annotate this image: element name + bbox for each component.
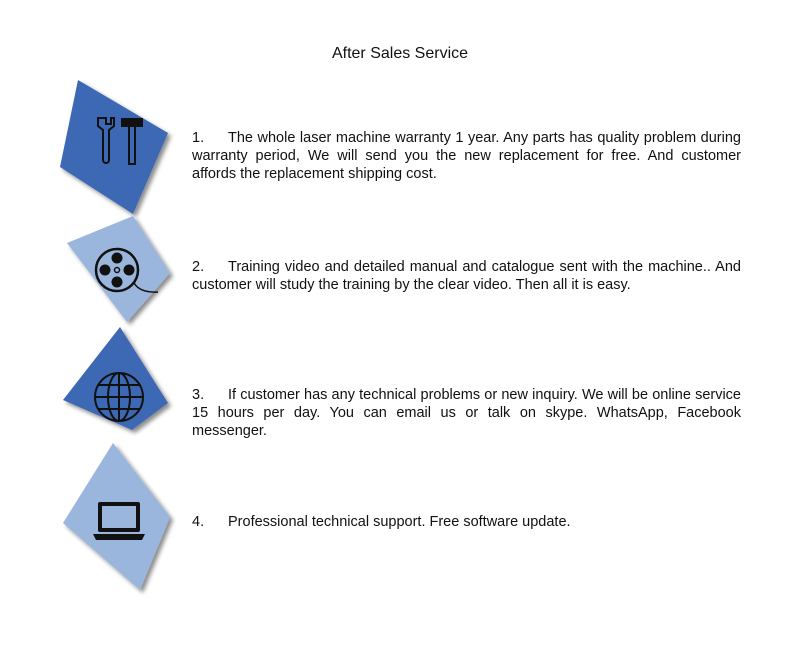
item-number: 2. — [192, 259, 205, 275]
laptop-icon — [93, 502, 145, 540]
tools-icon — [97, 117, 143, 165]
list-item: 1.The whole laser machine warranty 1 yea… — [192, 129, 741, 183]
item-number: 4. — [192, 514, 205, 530]
item-number: 1. — [192, 130, 205, 146]
list-item: 3.If customer has any technical problems… — [192, 386, 741, 440]
item-number: 3. — [192, 387, 205, 403]
globe-tile — [63, 327, 168, 430]
film-tile — [67, 216, 170, 322]
film-reel-icon — [94, 247, 159, 293]
laptop-tile — [63, 443, 170, 590]
item-text: Training video and detailed manual and c… — [192, 259, 741, 293]
list-item: 2.Training video and detailed manual and… — [192, 258, 741, 294]
globe-icon — [94, 372, 144, 422]
item-text: The whole laser machine warranty 1 year.… — [192, 130, 741, 182]
list-item: 4. Professional technical support. Free s… — [192, 513, 741, 531]
item-text: If customer has any technical problems o… — [192, 387, 741, 439]
tools-tile — [60, 80, 168, 214]
page-title: After Sales Service — [331, 45, 469, 62]
item-text: Professional technical support. Free sof… — [228, 514, 571, 530]
